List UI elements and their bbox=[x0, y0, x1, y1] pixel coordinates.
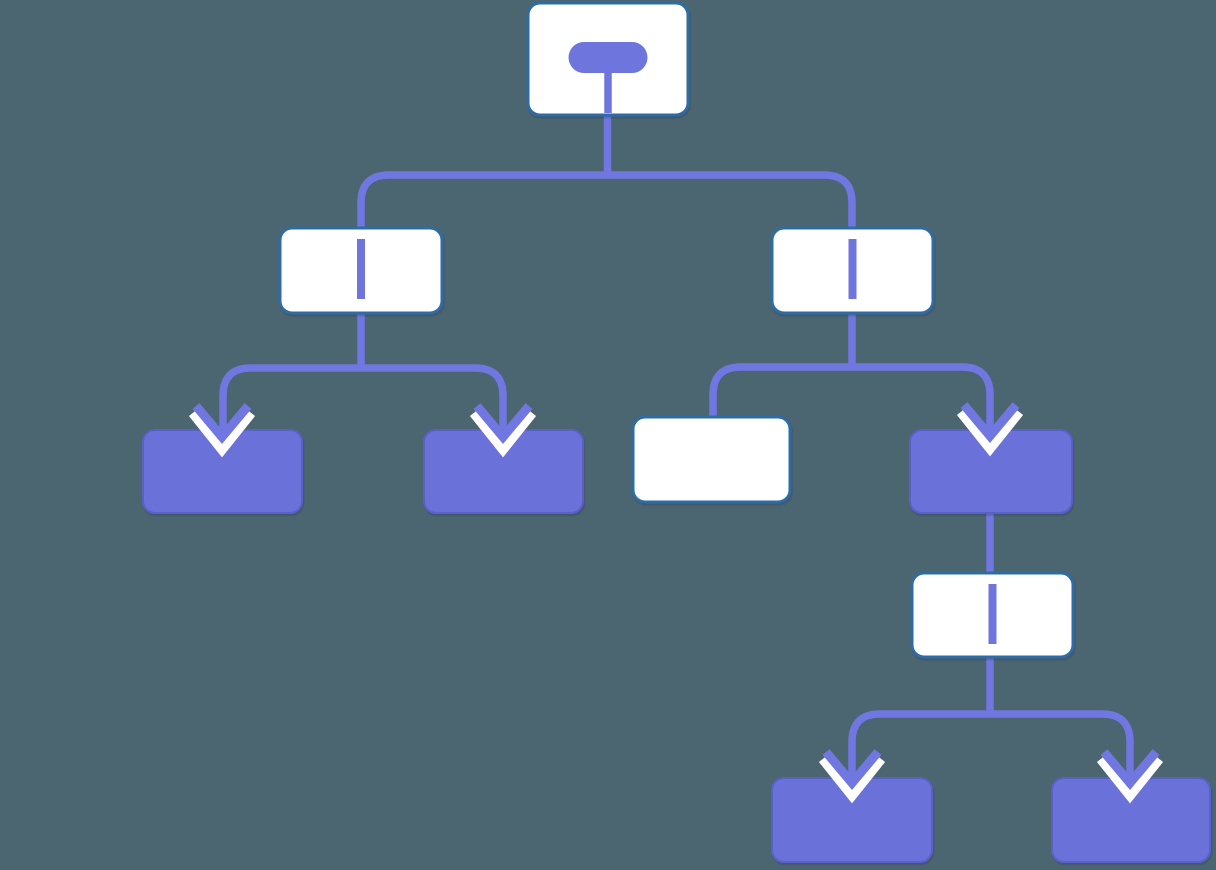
chevron-down-icon bbox=[473, 403, 533, 445]
node-inner-layer bbox=[357, 42, 997, 644]
edge-split-left bbox=[219, 364, 507, 435]
edge-split-right bbox=[709, 363, 994, 434]
chevron-down-outline-icon bbox=[1096, 753, 1164, 804]
chevron-down-outline-icon bbox=[188, 407, 256, 458]
chevron-down-outline-icon bbox=[956, 406, 1024, 457]
chevron-down-icon bbox=[960, 402, 1020, 444]
divider-bar-placeholder bbox=[988, 584, 997, 644]
chevron-down-outline-icon bbox=[818, 753, 886, 804]
connector-layer bbox=[219, 78, 1134, 781]
pill-stem bbox=[604, 73, 612, 113]
chevron-down-icon bbox=[192, 403, 252, 445]
chevron-down-outline-icon bbox=[469, 407, 537, 458]
node-card-plain[interactable] bbox=[631, 415, 792, 504]
chevron-down-icon bbox=[1100, 749, 1160, 791]
pill-placeholder-icon bbox=[568, 42, 648, 73]
arrowhead-layer bbox=[188, 402, 1164, 804]
edge-split-top bbox=[357, 171, 856, 228]
node-layer bbox=[142, 1, 1211, 863]
divider-bar-placeholder bbox=[357, 239, 365, 299]
edge-split-bottom bbox=[848, 710, 1134, 781]
divider-bar-placeholder bbox=[848, 239, 857, 299]
chevron-down-icon bbox=[822, 749, 882, 791]
